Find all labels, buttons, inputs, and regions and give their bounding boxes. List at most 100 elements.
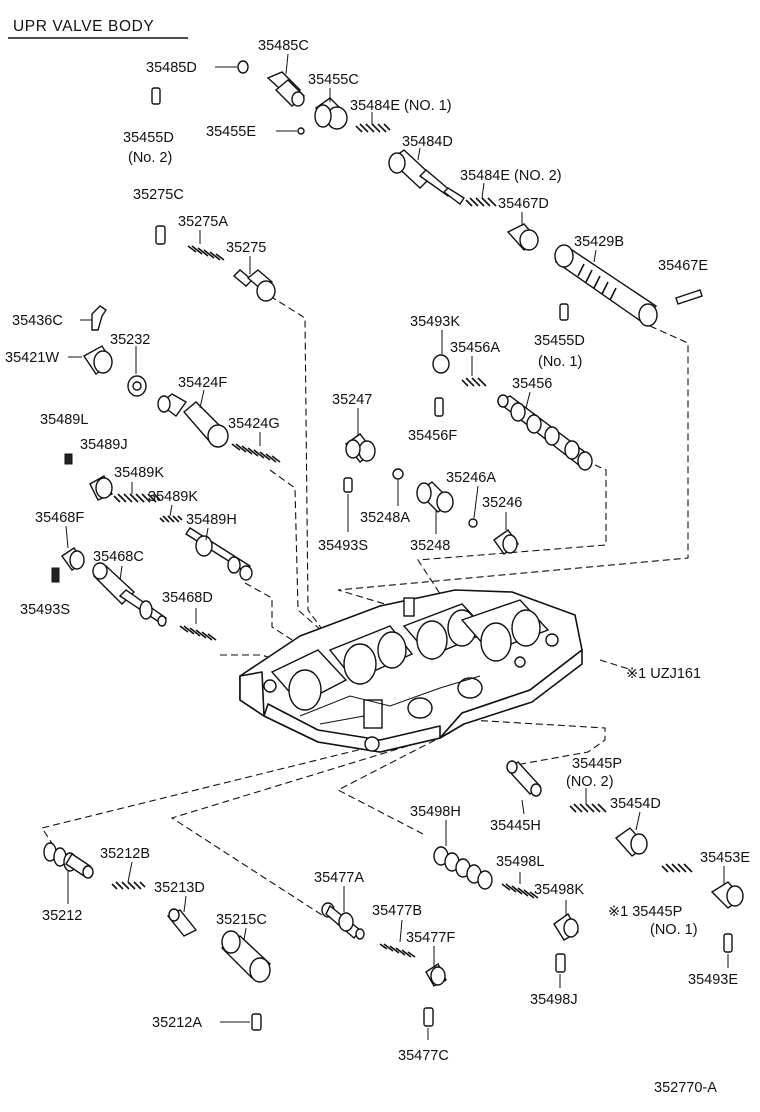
part-35484E-no2: [465, 182, 497, 207]
label-35477B: 35477B: [372, 903, 422, 919]
part-35212B: [111, 861, 146, 890]
part-35275A: [187, 230, 225, 261]
part-35485D: [215, 60, 249, 74]
part-35213D: [166, 895, 198, 937]
label-35485C: 35485C: [258, 38, 309, 54]
part-35275C: [155, 225, 166, 245]
label-35248A: 35248A: [360, 510, 410, 526]
part-35455D-no1: [559, 303, 569, 321]
label-35246: 35246: [482, 495, 522, 511]
part-35477F: [425, 946, 447, 987]
label-35456F: 35456F: [408, 428, 457, 444]
part-35421W: [68, 345, 113, 376]
label-35247: 35247: [332, 392, 372, 408]
label-35232: 35232: [110, 332, 150, 348]
part-35493K: [432, 330, 450, 374]
part-35498K: [553, 900, 579, 941]
label-35453E: 35453E: [700, 850, 750, 866]
label-35489K-b: 35489K: [148, 489, 198, 505]
label-35484E-no1: 35484E (NO. 1): [350, 98, 452, 114]
part-35436C: [80, 305, 107, 331]
part-35489K-a: [113, 482, 161, 503]
part-35489J: [89, 475, 113, 501]
label-35467D: 35467D: [498, 196, 549, 212]
label-35498H: 35498H: [410, 804, 461, 820]
label-35468F: 35468F: [35, 510, 84, 526]
part-35453E: [710, 866, 744, 909]
part-35247: [344, 408, 376, 463]
label-35445P-no2: 35445P: [572, 756, 622, 772]
label-35493S-b: 35493S: [20, 602, 70, 618]
label-35484D: 35484D: [402, 134, 453, 150]
label-35477C: 35477C: [398, 1048, 449, 1064]
label-35493E: 35493E: [688, 972, 738, 988]
part-35468C: [92, 562, 167, 627]
part-35477C: [423, 1007, 434, 1040]
part-35477A: [321, 886, 365, 940]
part-35493S-a: [343, 477, 353, 532]
part-35493S-b: [51, 567, 60, 583]
label-35436C: 35436C: [12, 313, 63, 329]
label-35455C: 35455C: [308, 72, 359, 88]
label-35467E: 35467E: [658, 258, 708, 274]
part-35215C: [220, 927, 272, 983]
label-35455E: 35455E: [206, 124, 256, 140]
part-35275: [232, 256, 276, 302]
label-35456: 35456: [512, 376, 552, 392]
part-35456A: [461, 356, 487, 387]
label-35445H: 35445H: [490, 818, 541, 834]
part-35455C: [314, 88, 348, 130]
part-35498L: [501, 872, 539, 899]
part-35498J: [555, 953, 566, 988]
label-35484E-no2: 35484E (NO. 2): [460, 168, 562, 184]
label-35455D-no1-sub: (No. 1): [538, 354, 582, 370]
label-35468C: 35468C: [93, 549, 144, 565]
label-35455D-no2: 35455D: [123, 130, 174, 146]
label-35498J: 35498J: [530, 992, 578, 1008]
part-35467E: [675, 289, 703, 305]
label-35212: 35212: [42, 908, 82, 924]
assembly-guide-lines: [41, 295, 689, 916]
label-35489H: 35489H: [186, 512, 237, 528]
label-35275: 35275: [226, 240, 266, 256]
part-35489L: [64, 453, 73, 465]
label-35445P-no1: ※1 35445P: [608, 904, 682, 920]
label-35455D-no2-sub: (No. 2): [128, 150, 172, 166]
label-35275C: 35275C: [133, 187, 184, 203]
label-35489J: 35489J: [80, 437, 128, 453]
part-35248A: [392, 468, 404, 506]
part-35212A: [220, 1013, 262, 1031]
part-35456F: [434, 397, 444, 417]
part-35484D: [388, 147, 465, 206]
label-35489K-a: 35489K: [114, 465, 164, 481]
part-35424G: [231, 432, 281, 463]
part-35468D: [179, 608, 217, 641]
part-35489H: [185, 527, 253, 581]
part-35246: [493, 512, 519, 555]
label-35498K: 35498K: [534, 882, 584, 898]
part-35424F: [157, 389, 229, 448]
part-35493E: [723, 933, 733, 968]
part-labels: 35485C 35485D 35455C 35484E (NO. 1) 3545…: [5, 38, 750, 1096]
label-35421W: 35421W: [5, 350, 59, 366]
part-35429B: [554, 244, 658, 327]
part-35445P-no1: [661, 863, 693, 873]
label-35456A: 35456A: [450, 340, 500, 356]
part-35498H: [433, 820, 493, 890]
label-35248: 35248: [410, 538, 450, 554]
label-35489L: 35489L: [40, 412, 88, 428]
part-35455E: [276, 127, 305, 135]
label-35424F: 35424F: [178, 375, 227, 391]
part-35248: [416, 481, 454, 534]
label-35485D: 35485D: [146, 60, 197, 76]
label-35275A: 35275A: [178, 214, 228, 230]
illustration-code: 352770-A: [654, 1080, 717, 1096]
label-35493S-a: 35493S: [318, 538, 368, 554]
part-35455D-no2: [151, 87, 161, 105]
label-35493K: 35493K: [410, 314, 460, 330]
part-35232: [127, 346, 147, 397]
label-35477F: 35477F: [406, 930, 455, 946]
label-35445P-no2-sub: (NO. 2): [566, 774, 614, 790]
part-35212: [43, 842, 94, 904]
diagram-title: UPR VALVE BODY: [13, 18, 154, 35]
